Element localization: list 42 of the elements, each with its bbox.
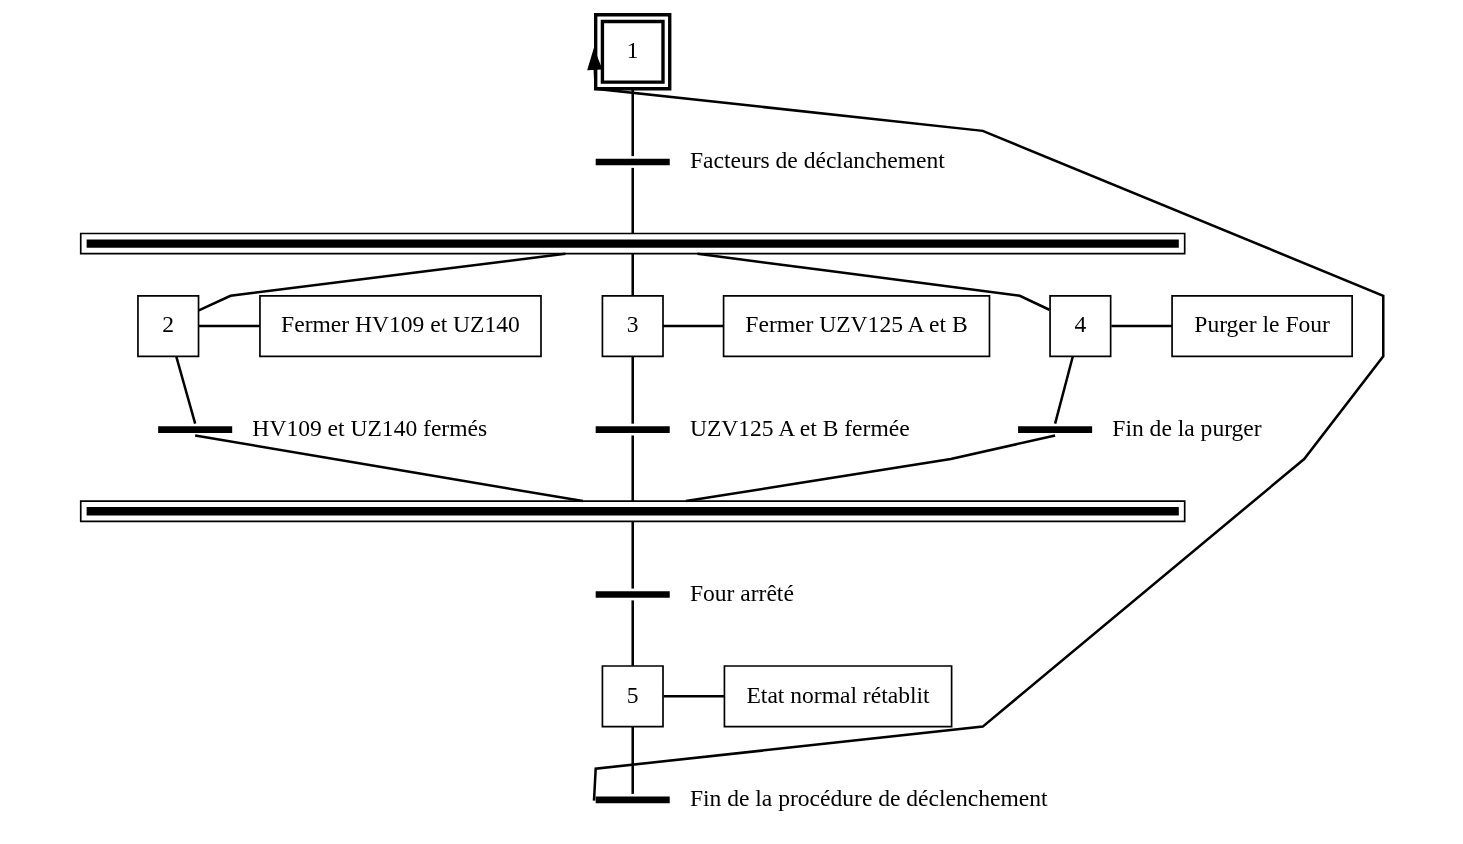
connector (630, 356, 634, 424)
connector (630, 521, 634, 589)
node-label: Fin de la procédure de déclenchement (689, 785, 1048, 812)
node-bar (595, 426, 670, 433)
node-box: 2 (136, 294, 199, 358)
connector (174, 356, 196, 425)
node-bar (1017, 426, 1092, 433)
connector (197, 252, 566, 312)
node-box: Fermer HV109 et UZ140 (258, 294, 542, 358)
connector (630, 89, 634, 157)
connector (696, 252, 1050, 311)
node-box: 1 (593, 13, 671, 91)
connector (1110, 324, 1172, 328)
node-bar (79, 232, 1186, 255)
node-box: 5 (601, 665, 664, 728)
connector (194, 434, 583, 503)
connector (630, 600, 634, 666)
arrow (586, 47, 1385, 801)
connector (662, 324, 723, 328)
connector (685, 434, 1055, 503)
connector (198, 324, 260, 328)
node-box: 3 (601, 294, 664, 358)
node-bar (157, 426, 232, 433)
connector (630, 435, 634, 501)
node-bar (79, 500, 1186, 523)
node-label: UZV125 A et B fermée (689, 414, 910, 441)
connector (630, 253, 634, 296)
connector (630, 167, 634, 234)
connector (1053, 356, 1074, 424)
node-label: HV109 et UZ140 fermés (251, 414, 487, 441)
node-label: Four arrêté (689, 579, 794, 606)
node-box: Etat normal rétablit (723, 665, 952, 728)
node-box: 4 (1048, 294, 1111, 358)
node-bar (595, 796, 670, 804)
node-bar (595, 591, 670, 598)
connector (630, 726, 634, 794)
node-box: Fermer UZV125 A et B (722, 294, 990, 358)
node-label: Fin de la purger (1111, 414, 1262, 441)
node-bar (595, 158, 670, 166)
connector (663, 695, 724, 698)
node-box: Purger le Four (1170, 294, 1353, 358)
node-label: Facteurs de déclanchement (689, 147, 945, 174)
